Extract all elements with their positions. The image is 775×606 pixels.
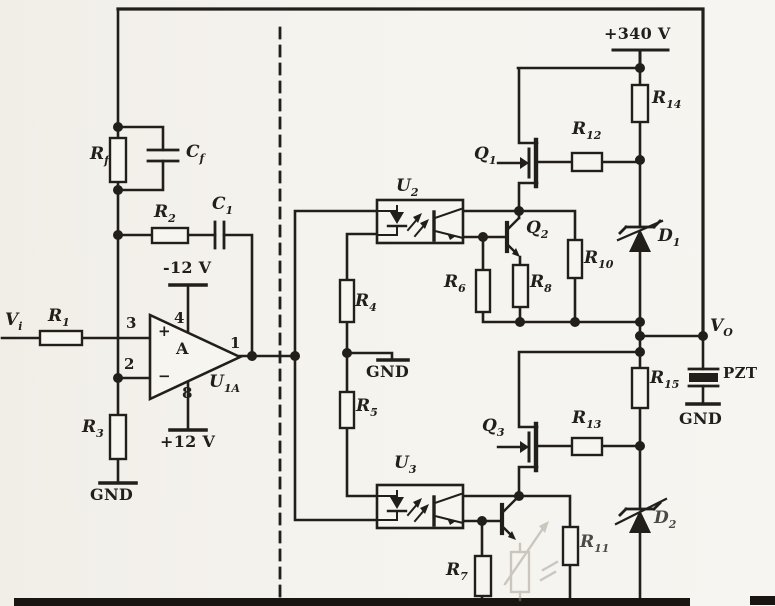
resistor-r10 (566, 238, 584, 280)
label-pin8: 8 (182, 384, 193, 402)
ground-and-supply-bars (98, 283, 721, 485)
label-rf: Rf (90, 144, 109, 167)
resistors (38, 83, 650, 598)
label-q2: Q2 (526, 218, 549, 241)
resistor-r13 (570, 436, 604, 457)
label-hv-supply: +340 V (604, 24, 671, 43)
label-r3: R3 (82, 417, 104, 440)
resistor-r8 (511, 263, 530, 309)
bottom-border-bar (14, 596, 775, 606)
label-pos-supply: +12 V (160, 432, 216, 451)
opamp-triangle (148, 312, 244, 402)
label-c1: C1 (212, 194, 234, 217)
optocoupler-u2 (375, 198, 465, 245)
label-vo: VO (710, 316, 733, 339)
resistor-r14 (630, 83, 650, 124)
label-r2: R2 (154, 202, 176, 225)
label-r8: R8 (530, 272, 552, 295)
resistor-rf (108, 136, 128, 184)
label-pzt: PZT (723, 364, 758, 382)
label-gnd-left: GND (90, 485, 134, 504)
label-pin3: 3 (126, 314, 137, 332)
mosfet-q3 (496, 421, 539, 473)
label-gnd-mid: GND (366, 362, 410, 381)
label-r13: R13 (572, 408, 602, 431)
label-r4: R4 (355, 291, 377, 314)
wire-network (0, 7, 705, 603)
label-gnd-right: GND (679, 409, 723, 428)
junction-dots (113, 63, 708, 526)
label-r1: R1 (48, 306, 70, 329)
resistor-r6 (474, 268, 492, 314)
label-r7: R7 (446, 560, 468, 583)
label-cf: Cf (186, 142, 205, 165)
resistor-r7 (473, 554, 493, 598)
label-d1: D1 (658, 226, 681, 249)
label-pin2: 2 (124, 355, 135, 373)
resistor-r12 (570, 151, 604, 173)
resistor-r2 (150, 226, 190, 245)
label-r11: R11 (580, 532, 610, 555)
label-r10: R10 (584, 248, 614, 271)
zener-diode-d2 (614, 497, 668, 533)
print-bleed-ghost (503, 521, 559, 602)
label-opamp-plus: + (158, 322, 171, 340)
label-r6: R6 (444, 272, 466, 295)
capacitor-cf (146, 148, 180, 163)
transistor-q4 (499, 496, 519, 540)
resistor-r4 (338, 278, 356, 324)
pzt-element (687, 367, 720, 388)
resistor-r3 (108, 413, 128, 461)
label-u3: U3 (394, 453, 417, 476)
label-pin1: 1 (230, 334, 241, 352)
resistor-r11 (561, 525, 580, 567)
optocoupler-u3 (375, 483, 465, 530)
mosfet-q1 (496, 137, 539, 189)
capacitor-c1 (213, 220, 226, 250)
label-u2: U2 (396, 176, 419, 199)
label-neg-supply: -12 V (163, 258, 212, 277)
label-r15: R15 (650, 368, 680, 391)
label-q1: Q1 (474, 144, 497, 167)
resistor-r15 (630, 366, 650, 410)
transistor-q2 (504, 216, 521, 257)
resistor-r5 (338, 390, 356, 430)
label-opamp-minus: − (158, 367, 171, 385)
label-u1a: U1A (209, 372, 241, 395)
label-vi: Vi (5, 310, 23, 333)
zener-diode-d1 (616, 219, 664, 252)
label-q3: Q3 (482, 416, 505, 439)
label-r5: R5 (356, 396, 378, 419)
label-d2: D2 (654, 508, 677, 531)
resistor-r1 (38, 329, 84, 347)
label-r14: R14 (652, 88, 682, 111)
label-pin4: 4 (174, 309, 185, 327)
label-r12: R12 (572, 119, 602, 142)
label-opamp-gain: A (176, 339, 189, 358)
